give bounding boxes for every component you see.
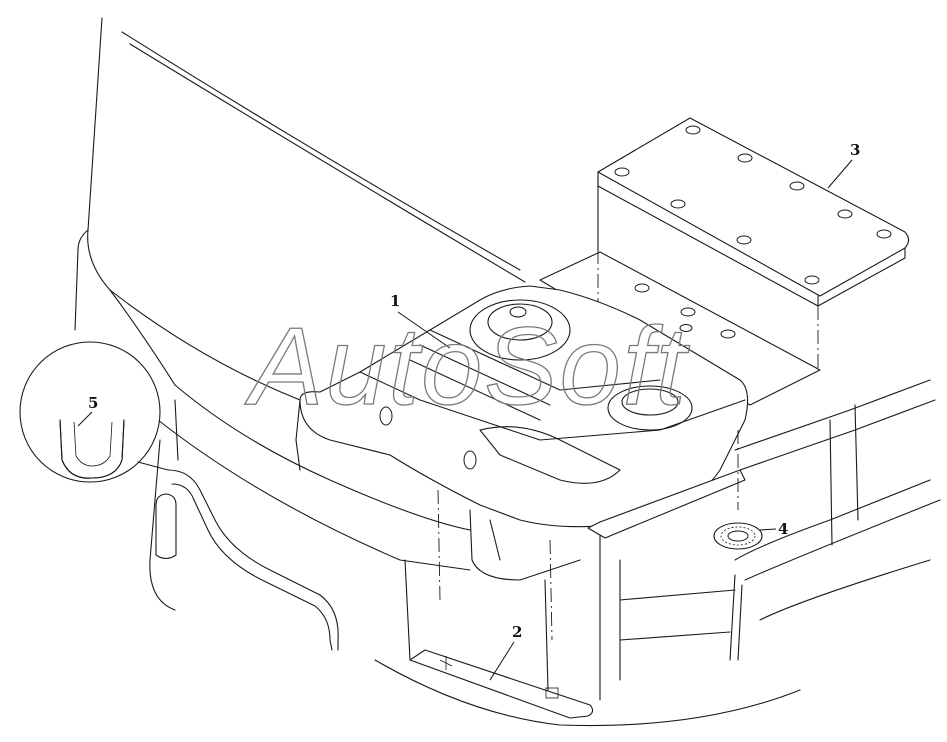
- part-1-tray: [295, 285, 749, 581]
- right-side-structure: [599, 379, 941, 701]
- callout-5-label: 5: [88, 394, 98, 412]
- part-5-detail: [19, 341, 169, 483]
- watermark-text: AutoSoft: [244, 305, 690, 428]
- part-4-washer: [713, 522, 763, 550]
- callout-4-label: 4: [778, 520, 788, 538]
- callout-4: 4: [759, 520, 788, 538]
- callout-3: 3: [827, 141, 860, 189]
- callout-2: 2: [489, 623, 522, 681]
- part-3-plate: [597, 117, 910, 307]
- center-lines: [437, 430, 739, 641]
- callout-1: 1: [390, 292, 451, 349]
- callout-2-label: 2: [512, 623, 522, 641]
- callout-3-label: 3: [850, 141, 860, 159]
- hose: [155, 469, 339, 651]
- vehicle-body-outline: [74, 17, 801, 727]
- part-2-strip: [409, 649, 594, 719]
- callout-5: 5: [77, 394, 98, 427]
- callout-1-label: 1: [390, 292, 400, 310]
